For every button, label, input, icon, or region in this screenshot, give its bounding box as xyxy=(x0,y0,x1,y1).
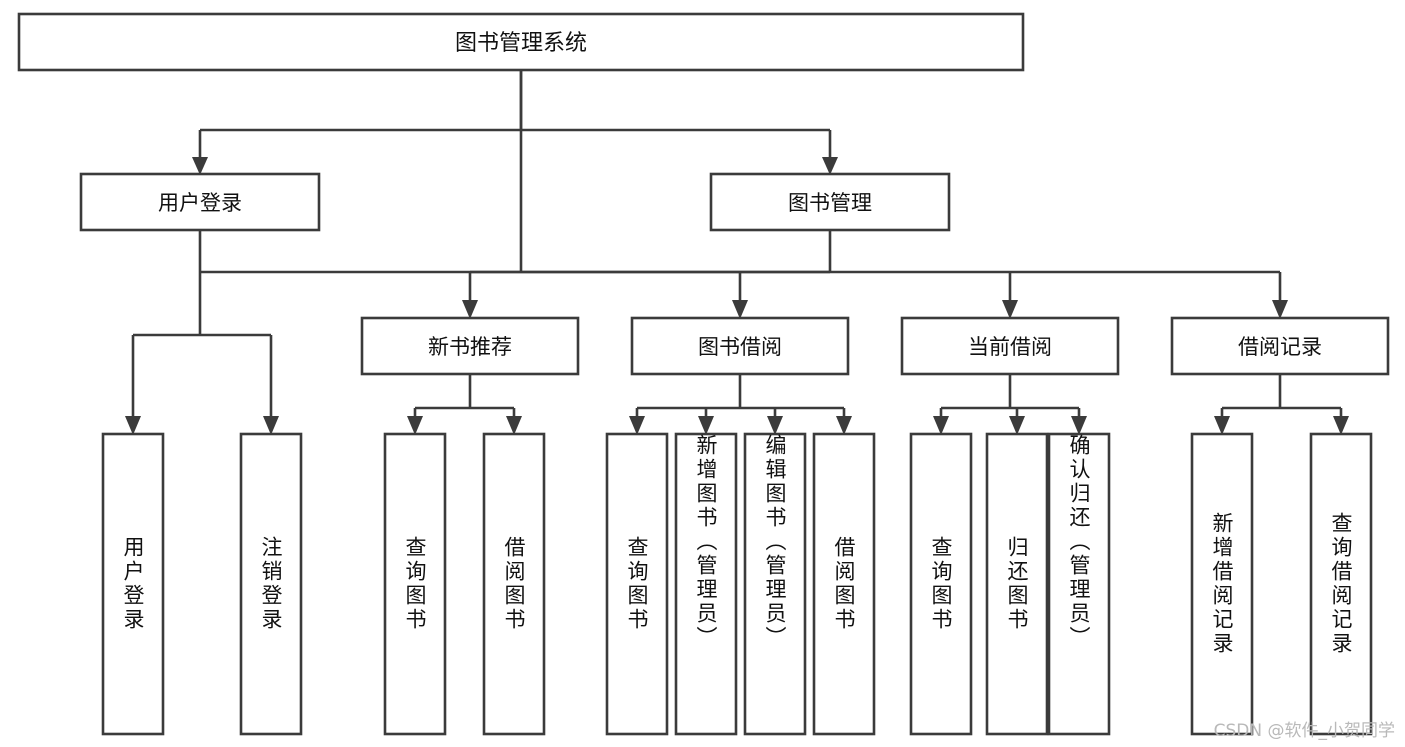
arrow-head-borrow-record xyxy=(1272,300,1288,319)
node-user-login-label: 用户登录 xyxy=(158,191,242,215)
node-borrow-record[interactable]: 借阅记录 xyxy=(1170,316,1390,376)
node-new-book-recommend-box[interactable] xyxy=(360,316,580,376)
arrow-head-leaf-edit-book xyxy=(767,416,783,435)
node-current-borrow-label: 当前借阅 xyxy=(968,335,1052,359)
node-leaf-user-login-box[interactable] xyxy=(101,432,165,736)
node-leaf-query-borrow-record-box[interactable] xyxy=(1309,432,1373,736)
node-leaf-logout-box[interactable] xyxy=(239,432,303,736)
node-leaf-add-book-box[interactable] xyxy=(674,432,738,736)
arrow-head-leaf-borrow-book-recommend xyxy=(506,416,522,435)
arrow-head-leaf-logout xyxy=(263,416,279,435)
node-book-borrow-label: 图书借阅 xyxy=(698,335,782,359)
arrow-head-user-login xyxy=(192,157,208,175)
arrow-head-leaf-borrow-book xyxy=(836,416,852,435)
node-new-book-recommend-label: 新书推荐 xyxy=(428,335,512,359)
arrow-head-leaf-query-book-current xyxy=(933,416,949,435)
node-book-management-box[interactable] xyxy=(709,172,951,232)
arrow-head-book-borrow xyxy=(732,300,748,319)
arrow-head-leaf-query-borrow-record xyxy=(1333,416,1349,435)
node-book-management[interactable]: 图书管理 xyxy=(709,172,951,232)
arrow-head-current-borrow xyxy=(1002,300,1018,319)
node-root-box[interactable] xyxy=(17,12,1025,72)
node-leaf-query-book-borrow-box[interactable] xyxy=(605,432,669,736)
node-current-borrow[interactable]: 当前借阅 xyxy=(900,316,1120,376)
node-root-label: 图书管理系统 xyxy=(455,31,587,56)
arrow-head-book-management xyxy=(822,157,838,175)
node-current-borrow-box[interactable] xyxy=(900,316,1120,376)
node-layer: 图书管理系统 用户登录 图书管理 新书推荐 图书借阅 当前 xyxy=(17,12,1390,736)
node-leaf-borrow-book-box[interactable] xyxy=(812,432,876,736)
node-new-book-recommend[interactable]: 新书推荐 xyxy=(360,316,580,376)
node-book-management-label: 图书管理 xyxy=(788,191,872,215)
node-user-login-box[interactable] xyxy=(79,172,321,232)
node-leaf-borrow-book-recommend-box[interactable] xyxy=(482,432,546,736)
node-leaf-query-book-current-box[interactable] xyxy=(909,432,973,736)
node-leaf-return-book-box[interactable] xyxy=(985,432,1049,736)
node-borrow-record-box[interactable] xyxy=(1170,316,1390,376)
arrow-head-leaf-confirm-return xyxy=(1071,416,1087,435)
node-user-login[interactable]: 用户登录 xyxy=(79,172,321,232)
node-book-borrow-box[interactable] xyxy=(630,316,850,376)
arrow-head-new-book-recommend xyxy=(462,300,478,319)
connector-layer xyxy=(125,70,1349,435)
arrow-head-leaf-add-borrow-record xyxy=(1214,416,1230,435)
node-leaf-confirm-return-box[interactable] xyxy=(1047,432,1111,736)
node-root[interactable]: 图书管理系统 xyxy=(17,12,1025,72)
node-leaf-query-book-recommend-box[interactable] xyxy=(383,432,447,736)
arrow-head-leaf-query-book-recommend xyxy=(407,416,423,435)
arrow-head-leaf-user-login xyxy=(125,416,141,435)
node-leaf-add-borrow-record-box[interactable] xyxy=(1190,432,1254,736)
arrow-head-leaf-return-book xyxy=(1009,416,1025,435)
node-leaf-edit-book-box[interactable] xyxy=(743,432,807,736)
node-borrow-record-label: 借阅记录 xyxy=(1238,335,1322,359)
arrow-head-leaf-add-book xyxy=(698,416,714,435)
arrow-head-leaf-query-book-borrow xyxy=(629,416,645,435)
node-book-borrow[interactable]: 图书借阅 xyxy=(630,316,850,376)
